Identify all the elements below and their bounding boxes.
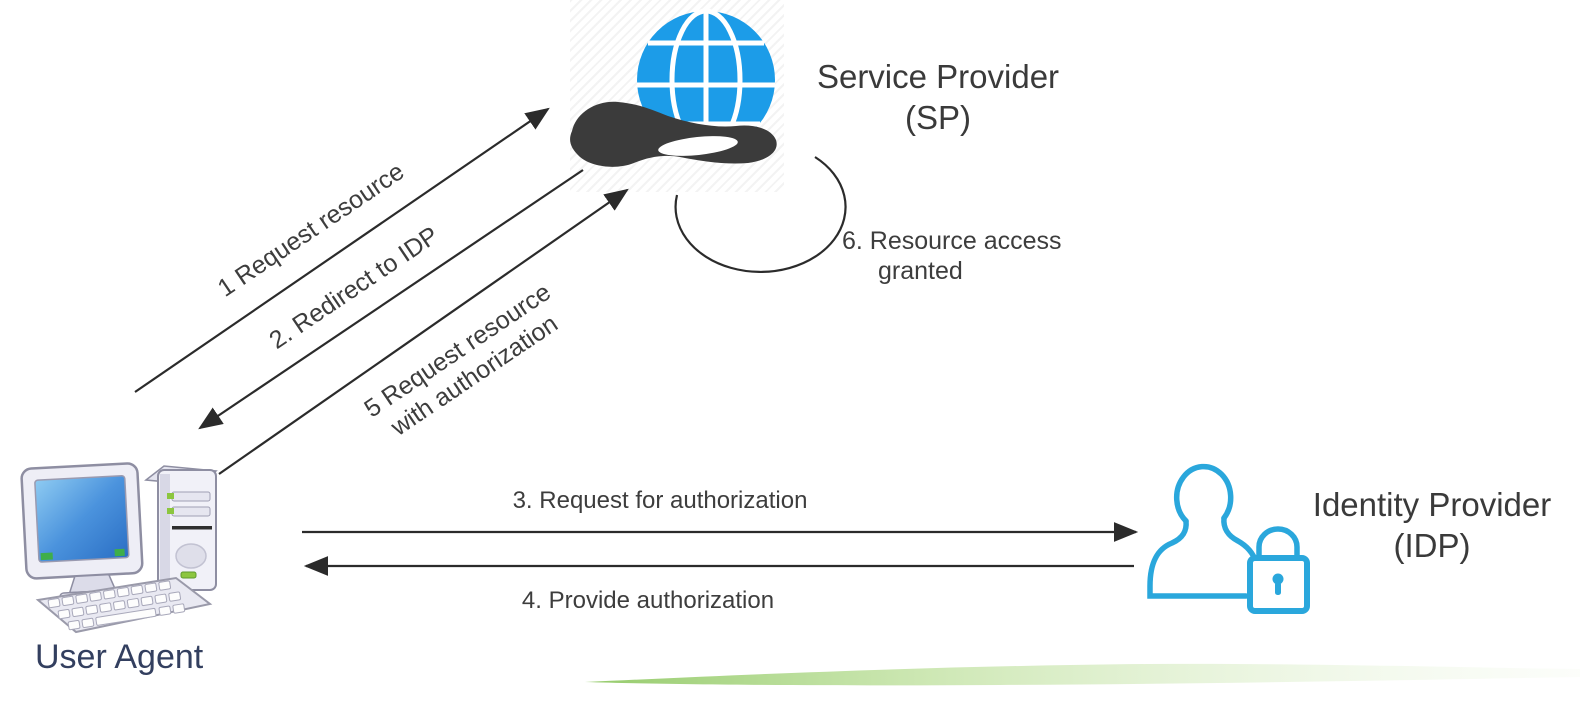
service-provider-title-line1: Service Provider <box>816 58 1060 95</box>
green-swoosh-decoration <box>585 663 1580 686</box>
computer-tower <box>144 465 218 591</box>
person-head <box>1173 463 1234 524</box>
arrow-2-redirect-to-idp <box>198 169 584 430</box>
service-provider-title-line2: (SP) <box>905 99 971 136</box>
arrow-1-request-resource <box>134 107 550 393</box>
edge-label-4: 4. Provide authorization <box>521 587 775 614</box>
computer-monitor <box>20 462 144 603</box>
edge-label-6: 6. Resource access granted <box>842 226 1062 286</box>
desktop-computer-icon <box>20 462 218 634</box>
padlock <box>1247 526 1310 614</box>
computer-keyboard <box>35 576 213 634</box>
edge-label-3: 3. Request for authorization <box>512 487 808 514</box>
arrow-5-request-with-authorization <box>218 188 629 475</box>
identity-provider-title-line1: Identity Provider <box>1312 486 1552 523</box>
flow-arrows <box>134 107 1139 576</box>
user-with-padlock-icon <box>1147 463 1310 614</box>
edge-label-6-line2: granted <box>878 257 963 285</box>
hand <box>570 101 777 167</box>
user-agent-title: User Agent <box>35 638 204 676</box>
arrow-6-self-loop <box>674 156 847 273</box>
person-shoulders <box>1147 515 1259 599</box>
edge-label-6-line1: 6. Resource access <box>842 227 1062 255</box>
identity-provider-title-line2: (IDP) <box>1393 527 1471 564</box>
globe-in-hand-icon <box>570 8 777 167</box>
service-provider-title: Service Provider (SP) <box>817 56 1059 138</box>
identity-provider-title: Identity Provider (IDP) <box>1313 484 1551 566</box>
